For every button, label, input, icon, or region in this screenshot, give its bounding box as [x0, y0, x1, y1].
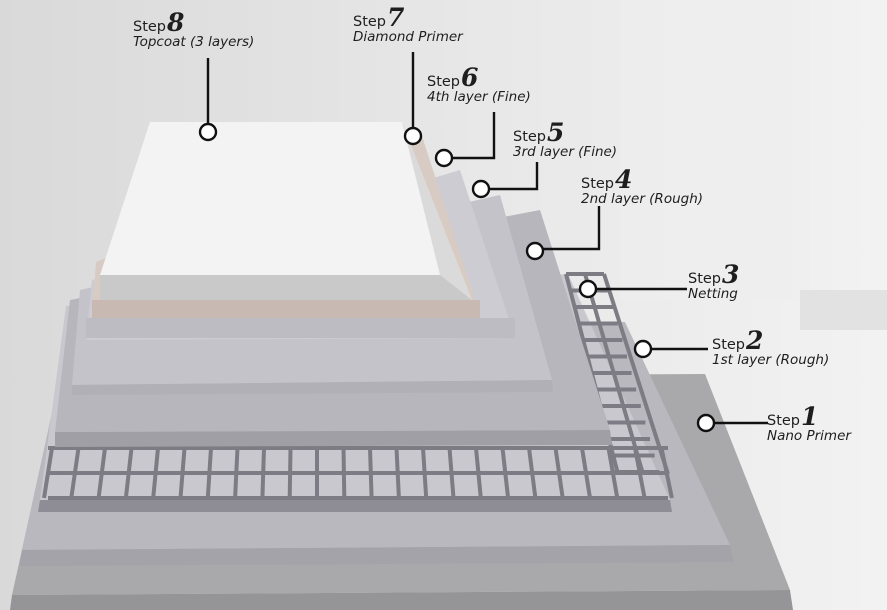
- step-3-description: Netting: [688, 288, 739, 302]
- step-1-description: Nano Primer: [767, 430, 851, 444]
- marker-4: [527, 243, 543, 259]
- marker-3: [580, 281, 596, 297]
- marker-7: [405, 128, 421, 144]
- callout-step-5: Step5 3rd layer (Fine): [513, 120, 617, 160]
- window-sill: [800, 290, 887, 330]
- callout-step-3: Step3 Netting: [688, 262, 739, 302]
- step-6-description: 4th layer (Fine): [427, 91, 531, 105]
- callout-step-8: Step8 Topcoat (3 layers): [133, 10, 254, 50]
- step-4-description: 2nd layer (Rough): [581, 193, 703, 207]
- step-5-number: 5: [547, 118, 564, 147]
- marker-8: [200, 124, 216, 140]
- step-2-number: 2: [746, 326, 763, 355]
- step-1-number: 1: [801, 402, 818, 431]
- marker-2: [635, 341, 651, 357]
- callout-step-7: Step7 Diamond Primer: [353, 5, 463, 45]
- marker-6: [436, 150, 452, 166]
- step-7-description: Diamond Primer: [353, 31, 463, 45]
- marker-1: [698, 415, 714, 431]
- step-3-number: 3: [722, 260, 739, 289]
- step-5-description: 3rd layer (Fine): [513, 146, 617, 160]
- step-4-number: 4: [615, 165, 632, 194]
- callout-step-6: Step6 4th layer (Fine): [427, 65, 531, 105]
- step-7-number: 7: [387, 3, 404, 32]
- marker-5: [473, 181, 489, 197]
- callout-step-1: Step1 Nano Primer: [767, 404, 851, 444]
- window-frame: [620, 0, 810, 300]
- step-8-number: 8: [167, 8, 184, 37]
- callout-step-2: Step2 1st layer (Rough): [712, 328, 829, 368]
- step-6-number: 6: [461, 63, 478, 92]
- callout-step-4: Step4 2nd layer (Rough): [581, 167, 703, 207]
- step-8-description: Topcoat (3 layers): [133, 36, 254, 50]
- step-2-description: 1st layer (Rough): [712, 354, 829, 368]
